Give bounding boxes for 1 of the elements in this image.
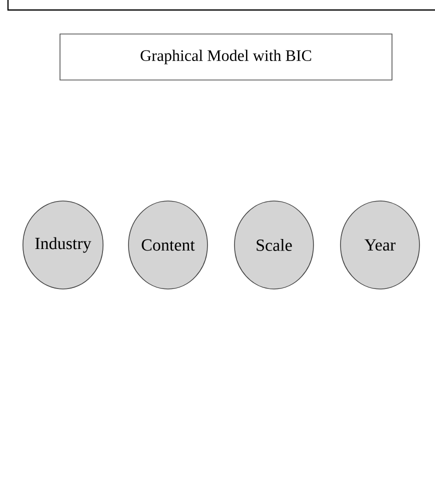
title-box: Graphical Model with BIC — [60, 34, 392, 80]
